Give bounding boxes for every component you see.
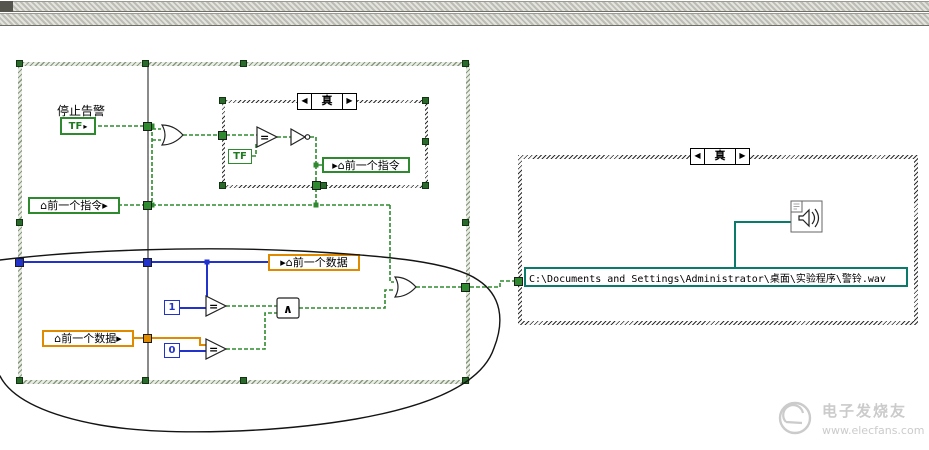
tunnel-integer[interactable] <box>143 258 152 267</box>
case-prev-button[interactable]: ◀ <box>694 151 701 160</box>
case-selector-label: 真 <box>311 94 343 109</box>
path-wires[interactable] <box>734 221 791 267</box>
or-gate-icon[interactable] <box>393 276 417 298</box>
tunnel-integer[interactable] <box>15 258 24 267</box>
sizing-handle[interactable] <box>142 60 149 67</box>
equal-symbol: = <box>260 131 269 144</box>
equal-node[interactable]: = <box>205 338 228 360</box>
tunnel-float[interactable] <box>143 334 152 343</box>
play-sound-node[interactable] <box>790 200 824 238</box>
tunnel-boolean[interactable] <box>143 201 152 210</box>
local-variable-prev-command-write[interactable]: ▸⌂前一个指令 <box>322 157 410 173</box>
local-variable-prev-data-write[interactable]: ▸⌂前一个数据 <box>268 254 360 271</box>
wire-boolean[interactable] <box>389 205 394 283</box>
sizing-handle[interactable] <box>142 377 149 384</box>
case-selector-label: 真 <box>704 149 736 164</box>
wire-boolean[interactable] <box>470 280 518 288</box>
wire-path[interactable] <box>734 221 791 267</box>
boolean-constant-text: TF <box>233 151 247 162</box>
right-case-client <box>522 159 914 321</box>
sizing-handle[interactable] <box>462 219 469 226</box>
toolbar-strip-bottom <box>0 13 929 26</box>
and-symbol: ∧ <box>283 302 293 316</box>
speaker-icon <box>790 200 823 233</box>
sizing-handle[interactable] <box>422 182 429 189</box>
local-variable-prev-data-read[interactable]: ⌂前一个数据▸ <box>42 330 134 347</box>
wire-boolean[interactable] <box>310 136 322 166</box>
wire-boolean[interactable] <box>226 312 277 350</box>
or-gate-icon[interactable] <box>160 124 184 146</box>
right-case-selector[interactable]: ◀ 真 ▶ <box>690 148 750 165</box>
local-variable-prev-command-read[interactable]: ⌂前一个指令▸ <box>28 197 120 214</box>
sizing-handle[interactable] <box>462 60 469 67</box>
tunnel-boolean[interactable] <box>461 283 470 292</box>
watermark: 电子发烧友 www.elecfans.com <box>776 388 926 448</box>
equal-node[interactable]: = <box>256 126 279 148</box>
tunnel-case-selector[interactable] <box>514 277 523 286</box>
terminal-arrow-icon: ▸ <box>83 121 88 131</box>
elecfans-logo <box>778 401 812 435</box>
sizing-handle[interactable] <box>422 138 429 145</box>
watermark-brand: 电子发烧友 <box>822 401 908 420</box>
toolbar-corner-block <box>0 1 13 12</box>
numeric-constant-zero[interactable]: 0 <box>164 343 180 358</box>
boolean-constant[interactable]: TF <box>228 149 252 164</box>
tunnel-boolean[interactable] <box>218 131 227 140</box>
sizing-handle[interactable] <box>240 60 247 67</box>
terminal-text: TF <box>68 120 83 132</box>
case-next-button[interactable]: ▶ <box>346 96 353 105</box>
tunnel-boolean[interactable] <box>312 181 321 190</box>
equal-symbol: = <box>209 300 218 313</box>
sizing-handle[interactable] <box>219 97 226 104</box>
wire-boolean[interactable] <box>299 289 394 309</box>
sizing-handle[interactable] <box>240 377 247 384</box>
frame-divider[interactable] <box>146 66 149 380</box>
wire-boolean[interactable] <box>252 142 257 157</box>
equal-symbol: = <box>209 343 218 356</box>
tunnel-boolean[interactable] <box>143 122 152 131</box>
sizing-handle[interactable] <box>16 60 23 67</box>
boolean-wires[interactable] <box>92 125 518 350</box>
sizing-handle[interactable] <box>219 182 226 189</box>
sizing-handle[interactable] <box>422 97 429 104</box>
watermark-url: www.elecfans.com <box>822 423 925 437</box>
wire-junctions <box>149 123 319 265</box>
equal-node[interactable]: = <box>205 295 228 317</box>
stop-alarm-label: 停止告警 <box>57 104 106 118</box>
not-gate-icon[interactable] <box>290 127 311 147</box>
path-constant[interactable]: C:\Documents and Settings\Administrator\… <box>524 267 908 287</box>
toolbar-strip-top <box>0 1 929 12</box>
inner-case-selector[interactable]: ◀ 真 ▶ <box>297 93 357 110</box>
right-case-structure[interactable] <box>518 155 918 325</box>
stop-alarm-terminal[interactable]: TF ▸ <box>60 117 96 135</box>
case-prev-button[interactable]: ◀ <box>301 96 308 105</box>
numeric-constant-one[interactable]: 1 <box>164 300 180 315</box>
sizing-handle[interactable] <box>320 182 327 189</box>
sizing-handle[interactable] <box>462 377 469 384</box>
sizing-handle[interactable] <box>16 377 23 384</box>
sizing-handle[interactable] <box>16 219 23 226</box>
case-next-button[interactable]: ▶ <box>739 151 746 160</box>
and-gate-icon[interactable]: ∧ <box>276 297 300 319</box>
